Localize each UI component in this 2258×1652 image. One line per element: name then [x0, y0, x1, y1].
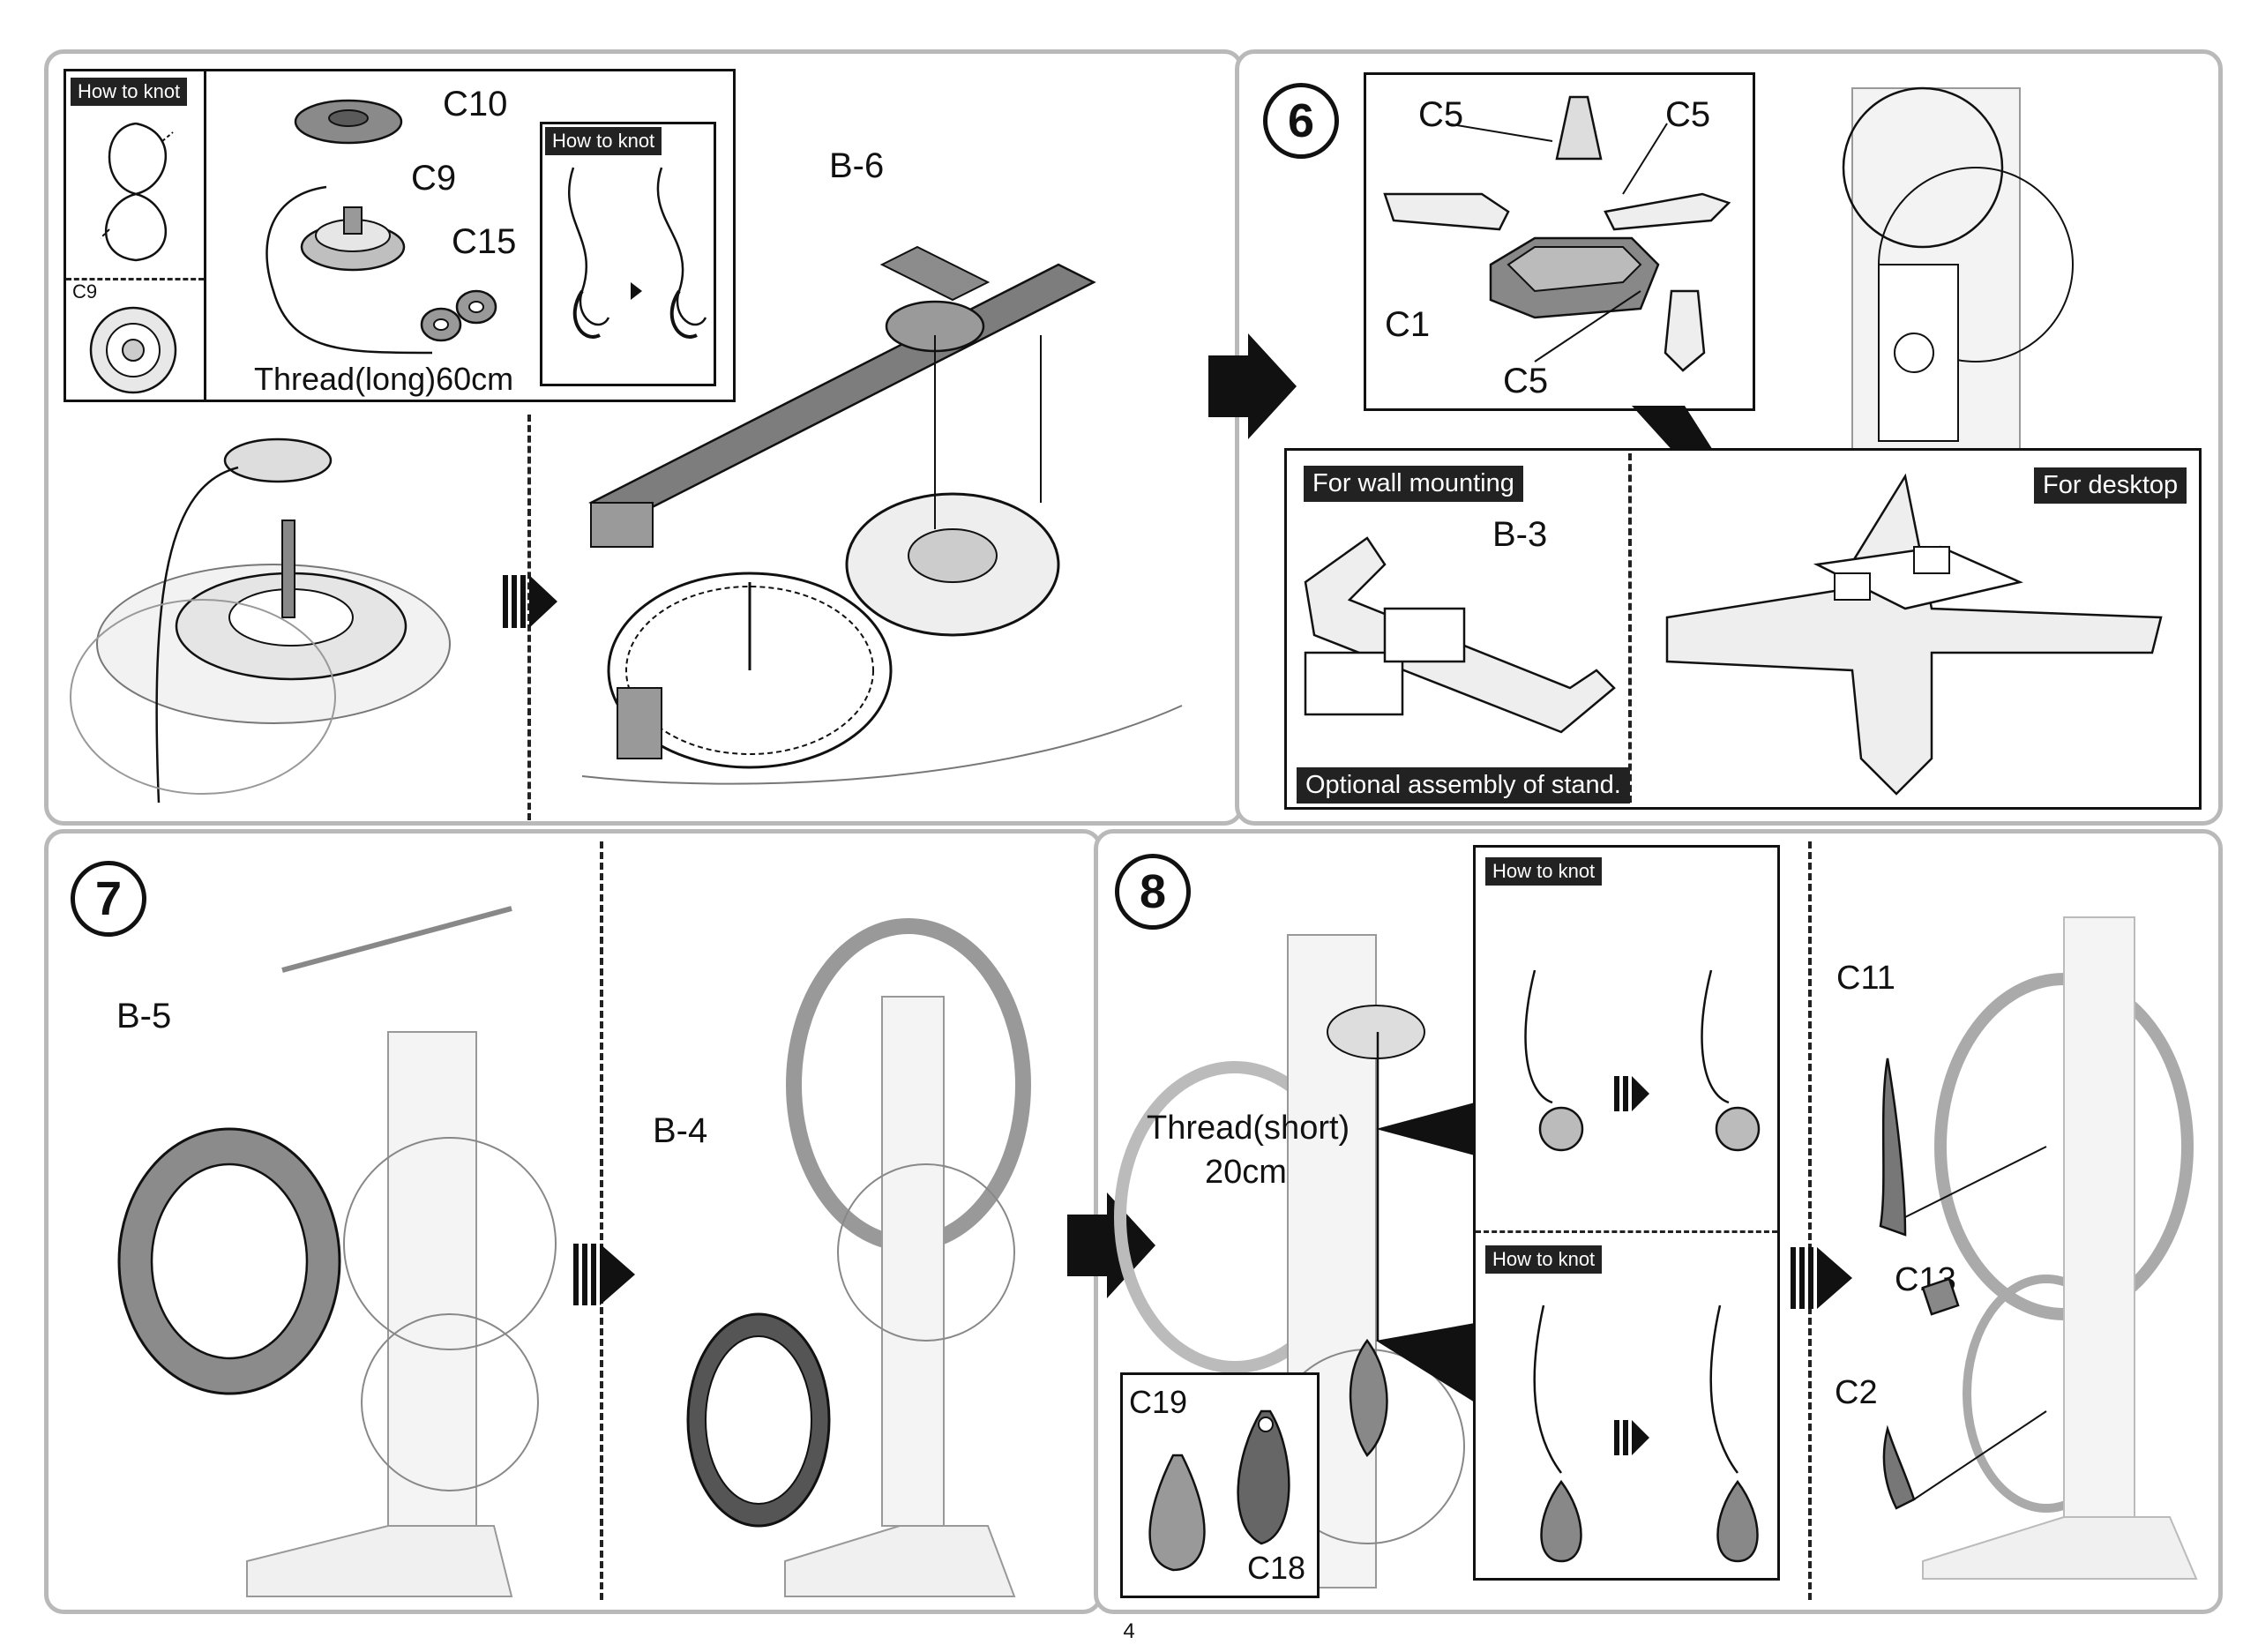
optional-assembly-label: Optional assembly of stand. — [1297, 767, 1630, 804]
stand-parts-diagram — [1383, 95, 1731, 372]
c9-spool-topview — [89, 306, 177, 394]
c9-sub-label: C9 — [72, 280, 98, 303]
part-label-c11: C11 — [1836, 960, 1895, 997]
knot-weight-diagram — [1533, 1304, 1759, 1563]
callout-pointer — [1376, 1103, 1475, 1402]
part-label-c5: C5 — [1665, 95, 1711, 134]
wall-mounting-label: For wall mounting — [1304, 466, 1523, 502]
step-number-8: 8 — [1115, 854, 1191, 930]
b4-dial-ring — [686, 1312, 831, 1528]
c9-spool — [300, 206, 406, 272]
clock-frame-step8 — [1114, 934, 1465, 1588]
step-number-6: 6 — [1263, 83, 1339, 159]
desktop-stand — [1665, 473, 2163, 796]
part-label-c2: C2 — [1835, 1374, 1878, 1411]
divider — [66, 278, 204, 280]
thread-long-label: Thread(long)60cm — [254, 361, 514, 397]
thread-line — [265, 185, 433, 355]
divider — [1476, 1230, 1777, 1233]
next-arrow — [573, 1244, 635, 1305]
part-label-c1: C1 — [1385, 305, 1431, 344]
c19-c18-weight — [1148, 1409, 1290, 1572]
page-number: 4 — [1123, 1619, 1135, 1643]
knot-hook-diagram — [568, 167, 707, 339]
divider — [1808, 841, 1812, 1600]
desktop-label: For desktop — [2034, 467, 2187, 504]
thread-short-label: Thread(short) — [1147, 1110, 1350, 1147]
c10-washer — [294, 99, 403, 145]
part-label-c15: C15 — [452, 222, 517, 261]
b5-dial-ring — [117, 1127, 341, 1395]
next-arrow — [1791, 1247, 1852, 1309]
next-step-arrow — [1067, 1192, 1155, 1298]
b3-wall-bracket — [1304, 536, 1616, 734]
part-label-c10: C10 — [443, 85, 508, 123]
part-label-b5: B-5 — [116, 997, 172, 1035]
clock-frame-with-dial — [784, 918, 1031, 1597]
next-arrow — [503, 575, 557, 628]
divider — [204, 71, 206, 400]
how-to-knot-label: How to knot — [1485, 857, 1603, 886]
c15-weight-rings — [420, 289, 497, 342]
knot-spool-diagram — [1524, 969, 1761, 1152]
thread-length-label: 20cm — [1205, 1154, 1287, 1191]
clock-gear-assembly — [70, 437, 451, 804]
b6-bracket-assembly — [581, 245, 1183, 785]
part-label-b3: B-3 — [1492, 515, 1548, 554]
how-to-knot-label: How to knot — [545, 127, 662, 155]
divider — [600, 841, 603, 1600]
part-label-c18: C18 — [1247, 1550, 1306, 1586]
knot-instruction-box — [540, 122, 716, 386]
part-label-c9: C9 — [411, 159, 457, 198]
how-to-knot-label: How to knot — [1485, 1245, 1603, 1274]
clock-frame-step7 — [246, 906, 557, 1597]
step-number-7: 7 — [71, 861, 146, 937]
part-label-c5: C5 — [1418, 95, 1464, 134]
part-label-b6: B-6 — [829, 146, 885, 185]
clock-side-view — [1842, 86, 2074, 564]
part-label-c5: C5 — [1503, 362, 1549, 400]
knot-figure-eight-diagram — [100, 122, 174, 262]
divider — [1628, 453, 1632, 803]
part-label-c19: C19 — [1129, 1384, 1188, 1420]
how-to-knot-label: How to knot — [71, 78, 188, 106]
next-step-arrow — [1208, 333, 1297, 439]
clock-hands-assembly — [1879, 916, 2198, 1580]
part-label-b4: B-4 — [653, 1111, 708, 1150]
